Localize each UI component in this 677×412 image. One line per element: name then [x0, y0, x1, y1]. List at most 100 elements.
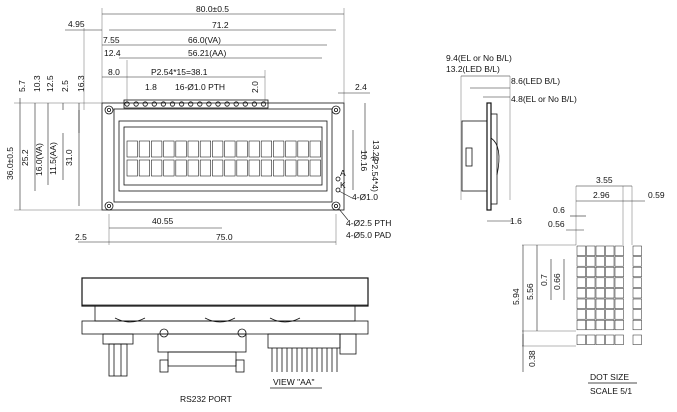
side-el-thickness: 9.4(EL or No B/L): [446, 53, 512, 63]
character-cell: [285, 140, 297, 158]
dot-char-width: 3.55: [596, 175, 613, 185]
character-cell: [297, 159, 309, 177]
bottom-view: RS232 PORT VIEW "AA": [81, 277, 369, 404]
dot-cell: [605, 245, 615, 256]
dim-aa-width: 56.21(AA): [188, 48, 226, 58]
pin-hole: [251, 101, 257, 107]
dot-cell: [576, 245, 586, 256]
neighbour-cursor-dot-cell: [632, 334, 642, 345]
dim-bottom-75: 75.0: [216, 232, 233, 242]
dot-cell: [605, 277, 615, 288]
rs232-port-label: RS232 PORT: [180, 394, 232, 404]
character-cell: [236, 140, 248, 158]
view-aa-label: VIEW "AA": [273, 377, 314, 387]
character-cell: [187, 140, 199, 158]
neighbour-dot-cell: [632, 309, 642, 320]
pin-hole: [233, 101, 239, 107]
dim-right-13-22: 13.22: [371, 140, 381, 162]
bottom-bezel: [94, 305, 356, 322]
dim-right-p254x4: (P2.54*4): [370, 156, 380, 192]
dim-pin-start: 8.0: [108, 67, 120, 77]
pin-header-row: [123, 99, 269, 109]
dot-char-height-total: 5.94: [511, 288, 521, 305]
dot-cell: [595, 256, 605, 267]
dim-pcb-width: 71.2: [212, 20, 229, 30]
pin-hole: [188, 101, 194, 107]
neighbour-dot-cell: [632, 256, 642, 267]
pin-hole: [142, 101, 148, 107]
pin-hole: [169, 101, 176, 107]
header-pin-row: [271, 348, 338, 372]
pin-hole: [160, 101, 166, 107]
rs232-port-body: [157, 333, 247, 353]
dot-cell: [605, 288, 615, 299]
dot-cell: [576, 309, 586, 320]
dot-cell: [576, 256, 586, 267]
side-bezel: [461, 120, 488, 192]
character-cell: [151, 140, 163, 158]
character-cell: [175, 140, 187, 158]
rs232-header: [102, 333, 134, 345]
character-grid: [126, 140, 321, 177]
dot-cell: [586, 288, 596, 299]
pin-a-hole: [335, 176, 341, 182]
character-cell: [138, 159, 150, 177]
dot-cursor-height: 0.38: [527, 350, 537, 367]
side-el-body: 4.8(EL or No B/L): [511, 94, 577, 104]
dot-cell: [614, 277, 624, 288]
dot-matrix-grid: [576, 245, 642, 345]
dim-pin-holes: 16-Ø1.0 PTH: [175, 82, 225, 92]
dim-pin-row-height: 2.0: [250, 81, 260, 93]
dim-height-aa: 11.5(AA): [48, 142, 58, 175]
neighbour-dot-cell: [632, 245, 642, 256]
neighbour-dot-cell: [632, 298, 642, 309]
dot-cell: [614, 309, 624, 320]
dim-left-4-95: 4.95: [68, 19, 85, 29]
mount-hole-bottom-right: [331, 201, 341, 211]
pin-hole: [260, 101, 267, 107]
mount-hole-bottom-left-inner: [107, 203, 112, 208]
dot-dots-width: 2.96: [593, 190, 610, 200]
pin-k-label: K: [340, 180, 346, 190]
pin-hole: [133, 101, 139, 107]
dim-mount-holes-2: 4-Ø2.5 PTH: [346, 218, 391, 228]
bezel-outer: [113, 108, 333, 203]
character-cell: [138, 140, 150, 158]
dim-left-12-4: 12.4: [104, 48, 121, 58]
character-cell: [175, 159, 187, 177]
neighbour-dot-cell: [632, 319, 642, 331]
dim-bottom-40-55: 40.55: [152, 216, 174, 226]
dot-cell: [586, 298, 596, 309]
pin-hole: [206, 101, 212, 107]
bottom-pcb-top: [81, 277, 369, 307]
character-cell: [163, 159, 175, 177]
dot-cell: [595, 266, 605, 278]
pin-k-hole: [335, 187, 341, 193]
character-cell: [126, 159, 138, 177]
dot-cell: [586, 277, 596, 288]
dim-pin-offset: 1.8: [145, 82, 157, 92]
dim-left-7-55: 7.55: [103, 35, 120, 45]
neighbour-dot-cell: [632, 288, 642, 299]
side-connector: [465, 147, 473, 167]
dot-cell: [605, 298, 615, 309]
side-pin-length: 1.6: [510, 216, 522, 226]
dot-cell: [595, 277, 605, 288]
dim-height-25-2: 25.2: [20, 149, 30, 166]
dim-mount-holes-1: 4-Ø1.0: [352, 192, 378, 202]
side-pcb: [486, 102, 492, 211]
pin-row-outline: [123, 99, 269, 109]
character-cell: [224, 140, 236, 158]
mount-hole-top-right: [331, 105, 341, 115]
dim-right-2-4: 2.4: [355, 82, 367, 92]
dot-cell: [614, 288, 624, 299]
dim-right-10-16: 10.16: [359, 150, 369, 172]
side-chip-blob: [490, 137, 500, 176]
character-cell: [297, 140, 309, 158]
pin-hole: [215, 101, 221, 107]
dot-cell: [586, 256, 596, 267]
dot-cell: [614, 245, 624, 256]
dot-size-title: DOT SIZE: [590, 372, 629, 382]
dot-cell: [614, 298, 624, 309]
